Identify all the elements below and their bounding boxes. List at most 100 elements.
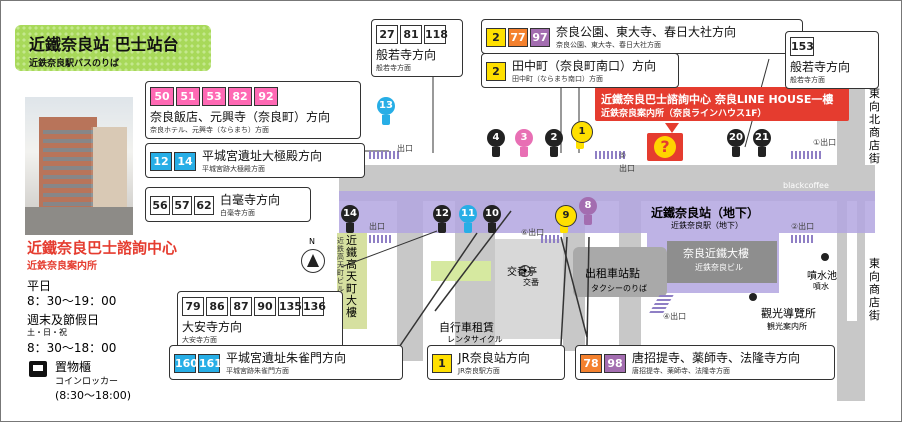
north-arrow-icon bbox=[301, 249, 325, 273]
bicycle-label: 自行車租賃 bbox=[439, 321, 494, 334]
route-code-chip: 57 bbox=[172, 196, 192, 215]
koutaka-building: 近鐵高天町大樓 bbox=[346, 234, 357, 319]
route-destination: 唐招提寺、薬師寺、法隆寺方向 bbox=[632, 351, 801, 365]
question-icon: ? bbox=[647, 133, 683, 161]
route-code-chip: 2 bbox=[486, 62, 506, 81]
taxi-label: 出租車站點 bbox=[585, 267, 640, 280]
route-destination-sub: 般若寺方面 bbox=[790, 76, 825, 84]
route-code-chip: 86 bbox=[206, 297, 228, 316]
route-destination-sub: 平城宮跡朱雀門方面 bbox=[226, 367, 289, 375]
header-banner: 近鐵奈良站 巴士站台 近鉄奈良駅バスのりば bbox=[15, 25, 211, 71]
building-photo bbox=[25, 97, 133, 235]
bus-stop-pole bbox=[382, 115, 390, 125]
map-info-box: 近鐵奈良巴士諮詢中心 奈良LINE HOUSE一樓 近鉄奈良案内所（奈良ラインハ… bbox=[595, 87, 849, 121]
bus-stop-11: 11 bbox=[459, 205, 477, 223]
station-sub: 近鉄奈良駅（地下） bbox=[671, 221, 743, 230]
route-code-chip: 97 bbox=[530, 28, 550, 47]
bus-stop-pole bbox=[550, 147, 558, 157]
weekend-hours: 8：30～18：00 bbox=[27, 341, 117, 355]
exit-5-label: ⑤ bbox=[619, 151, 627, 160]
route-code-chip: 77 bbox=[508, 28, 528, 47]
route-destination: 般若寺方向 bbox=[376, 48, 437, 62]
bus-stop-3: 3 bbox=[515, 129, 533, 147]
route-destination-sub: 唐招提寺、薬師寺、法隆寺方面 bbox=[632, 367, 730, 375]
route-code-chip: 51 bbox=[176, 87, 200, 106]
locker-sub: コインロッカー bbox=[55, 377, 119, 387]
route-code-chip: 136 bbox=[302, 297, 326, 316]
route-destination: 平城宮遺址朱雀門方向 bbox=[226, 351, 347, 365]
tourist-sub: 観光案内所 bbox=[767, 322, 807, 331]
exit-5-label-b: 出口 bbox=[619, 164, 635, 173]
route-destination-sub: 大安寺方面 bbox=[182, 336, 217, 344]
bus-stop-pole bbox=[560, 223, 568, 233]
bus-stop-pole bbox=[732, 147, 740, 157]
route-destination: JR奈良站方向 bbox=[458, 351, 530, 365]
route-code-chip: 1 bbox=[432, 354, 452, 373]
bus-stop-pole bbox=[584, 215, 592, 225]
weekend-sub: 土・日・祝 bbox=[27, 328, 67, 337]
page-title: 近鐵奈良站 巴士站台 bbox=[29, 35, 179, 54]
route-code-chip: 56 bbox=[150, 196, 170, 215]
page-subtitle: 近鉄奈良駅バスのりば bbox=[29, 59, 120, 69]
route-codes: 153 bbox=[790, 35, 816, 56]
locker-hours: (8:30～18:00) bbox=[55, 389, 131, 402]
watermark: blackcoffee bbox=[783, 181, 829, 190]
exit-1-label: ①出口 bbox=[813, 138, 837, 147]
route-code-chip: 82 bbox=[228, 87, 252, 106]
bus-stop-1: 1 bbox=[571, 121, 593, 143]
koutaka-sub: 近鉄高天町ビル bbox=[337, 237, 344, 293]
bus-stop-20: 20 bbox=[727, 129, 745, 147]
exit-4-label: ④出口 bbox=[663, 312, 687, 321]
bus-stop-pole bbox=[520, 147, 528, 157]
route-destination: 田中町（奈良町南口）方向 bbox=[512, 59, 657, 73]
route-destination-sub: 奈良ホテル、元興寺（ならまち）方面 bbox=[150, 126, 269, 134]
route-code-chip: 118 bbox=[424, 25, 448, 44]
weekend-label: 週末及節假日 bbox=[27, 313, 100, 327]
bus-stop-21: 21 bbox=[753, 129, 771, 147]
route-destination: 平城宮遺址大極殿方向 bbox=[202, 149, 323, 163]
route-destination-sub: 平城宮跡大極殿方面 bbox=[202, 165, 265, 173]
route-destination: 白毫寺方向 bbox=[220, 193, 281, 207]
route-code-chip: 12 bbox=[150, 152, 172, 171]
route-codes: 2 bbox=[486, 60, 508, 81]
route-code-chip: 27 bbox=[376, 25, 398, 44]
route-code-chip: 153 bbox=[790, 37, 814, 56]
route-code-chip: 62 bbox=[194, 196, 214, 215]
map-info-title: 近鐵奈良巴士諮詢中心 奈良LINE HOUSE一樓 bbox=[601, 93, 834, 106]
locker-label: 置物櫃 bbox=[55, 360, 92, 374]
bus-stop-2: 2 bbox=[545, 129, 563, 147]
station-name: 近鐵奈良站（地下） bbox=[651, 206, 760, 220]
police-icon: ★ bbox=[519, 265, 531, 277]
route-code-chip: 81 bbox=[400, 25, 422, 44]
route-code-chip: 14 bbox=[174, 152, 196, 171]
exit-7-label: 出口 bbox=[369, 222, 385, 231]
route-code-chip: 161 bbox=[198, 354, 222, 373]
route-destination-sub: 白毫寺方面 bbox=[220, 209, 255, 217]
exit-3-label: 出口 bbox=[397, 144, 413, 153]
route-code-chip: 50 bbox=[150, 87, 174, 106]
route-code-chip: 90 bbox=[254, 297, 276, 316]
route-code-chip: 78 bbox=[580, 354, 602, 373]
route-code-chip: 87 bbox=[230, 297, 252, 316]
bus-stop-pole bbox=[758, 147, 766, 157]
info-center-title: 近鐵奈良巴士諮詢中心 bbox=[27, 239, 178, 257]
taxi-sub: タクシーのりば bbox=[591, 284, 647, 293]
building-sub: 近鉄奈良ビル bbox=[695, 263, 743, 272]
locker-icon bbox=[29, 361, 47, 377]
bus-stop-10: 10 bbox=[483, 205, 501, 223]
police-sub: 交番 bbox=[523, 278, 539, 287]
